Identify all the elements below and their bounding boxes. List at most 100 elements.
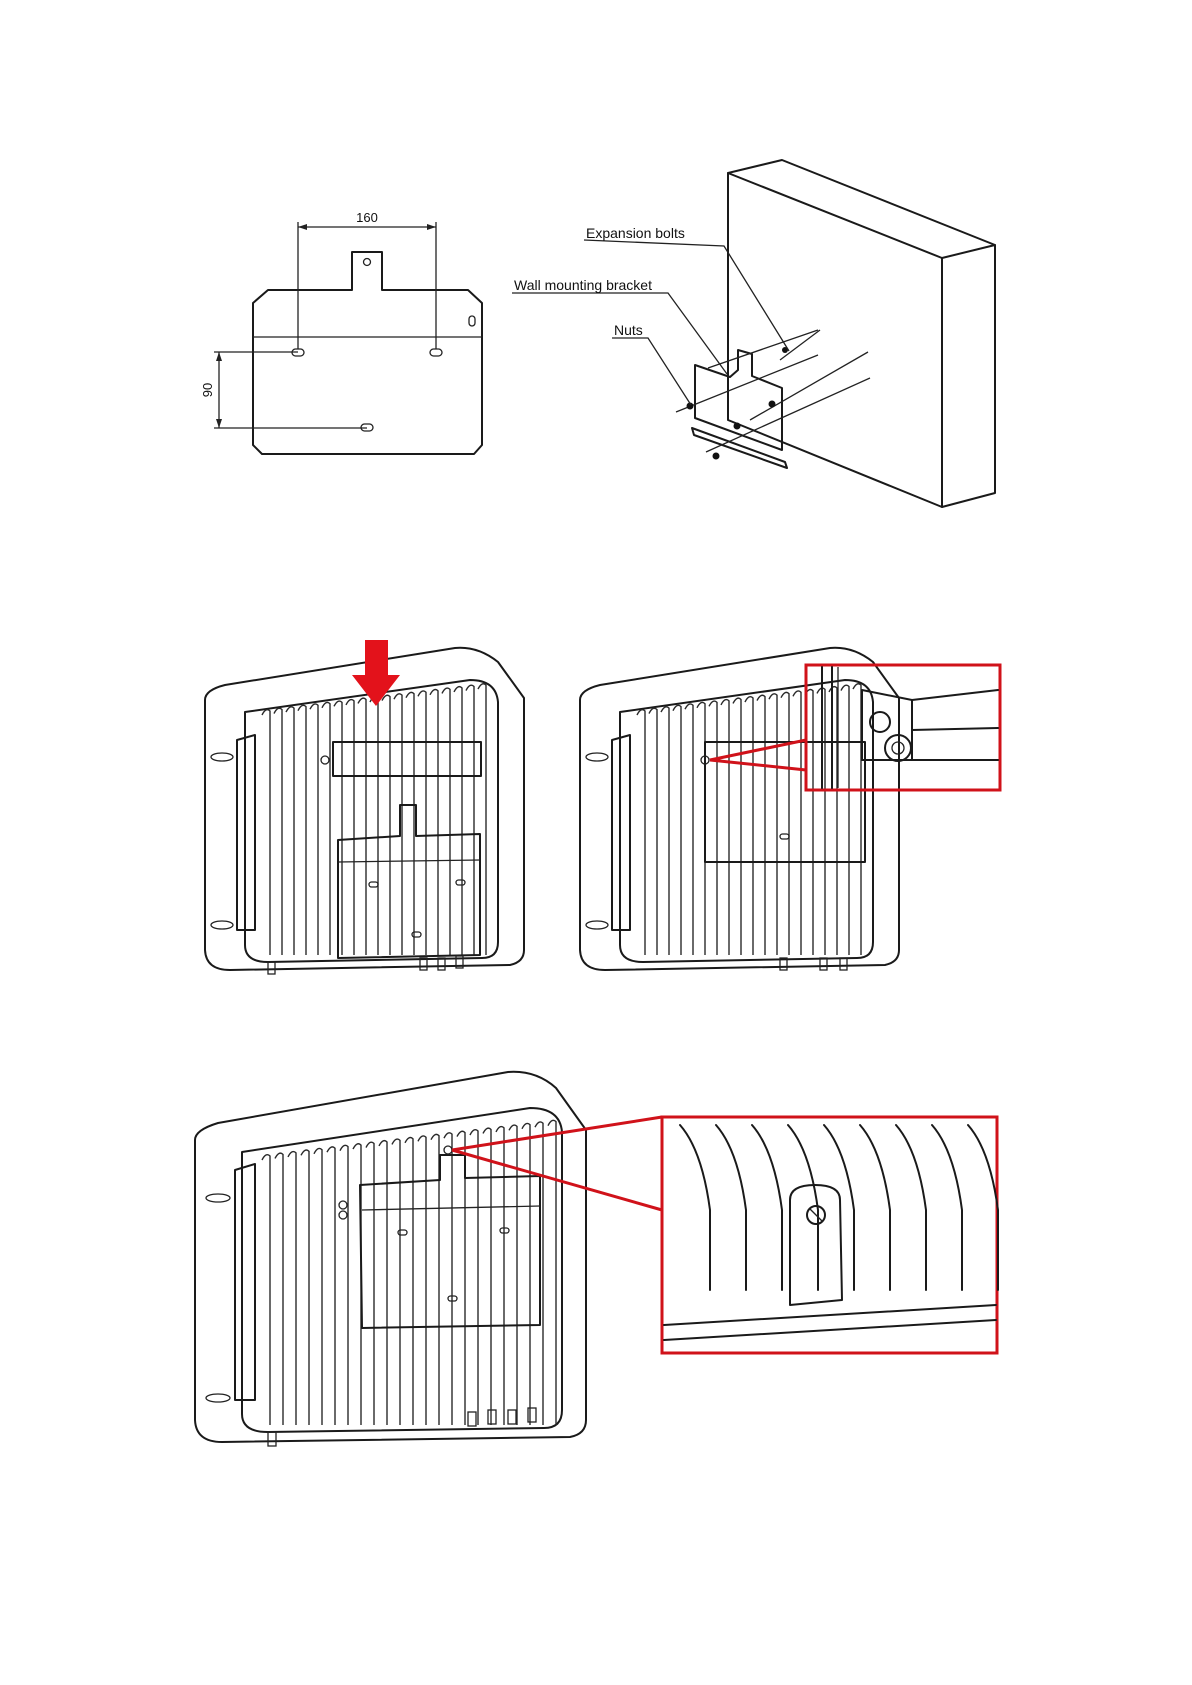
detail-fin [680,1125,710,1290]
inverter-heatsink-frame [245,680,498,962]
heatsink-fin [685,704,693,955]
heatsink-fin [841,685,849,955]
wall-edge [942,245,995,258]
heatsink-fin [340,1145,348,1425]
bracket-top-hole [364,259,371,266]
heatsink-fin [509,1125,517,1425]
heatsink-fin [275,1153,283,1425]
wall-mounting-drawing: Expansion bolts Wall mounting bracket Nu… [512,160,995,507]
inverter-body [205,648,524,970]
heatsink-fins [262,684,486,955]
inverter-hang-drawing [205,640,524,974]
heatsink-fin [418,691,426,955]
screw [339,1211,347,1219]
connector [488,1410,496,1424]
side-vent [206,1394,230,1402]
heatsink-fin [637,710,645,955]
callout-detail-screw [664,1125,998,1340]
heatsink-fin [466,685,474,955]
connector [268,962,275,974]
detail-screw-slot [810,1209,822,1221]
connector [840,958,847,970]
back-plate-fold [338,860,480,862]
heatsink-fin [358,698,366,955]
bracket-side-slot [469,316,475,326]
plate-slot [369,882,378,887]
leader-nuts [612,338,691,405]
inverter-secure-drawing [580,648,1000,970]
detail-fin [860,1125,890,1290]
heatsink-fin [406,692,414,955]
heatsink-fin [853,684,861,955]
detail-fin [896,1125,926,1290]
inverter-heatsink-frame [620,680,873,962]
heatsink-fin [745,697,753,955]
heatsink-fin [757,695,765,955]
heatsink-fin [301,1150,309,1425]
heatsink-fin [781,692,789,955]
heatsink-fin [298,705,306,955]
side-vent [211,753,233,761]
screw [339,1201,347,1209]
side-vent [586,921,608,929]
bracket-dimension-drawing: 160 90 [200,210,482,454]
detail-rail [912,690,998,760]
bracket-slot-right [430,349,442,356]
heatsink-fin [733,698,741,955]
heatsink-fin [370,697,378,955]
heatsink-fin [346,700,354,955]
heatsink-fin [288,1152,296,1425]
side-vent [586,753,608,761]
detail-fin [968,1125,998,1290]
screw [321,756,329,764]
heatsink-fin [405,1138,413,1425]
heatsink-fin [274,708,282,955]
back-plate [338,805,480,958]
heatsink-fin [793,691,801,955]
heatsink-fin [649,708,657,955]
expansion-bolt [676,355,818,412]
heatsink-fin [431,1134,439,1425]
nut [769,401,776,408]
label-nuts: Nuts [614,322,643,338]
dim-arrow [427,224,436,230]
heatsink-fin [310,704,318,955]
heatsink-fin [548,1120,556,1425]
heatsink-fin [470,1130,478,1425]
heatsink-fin [262,1155,270,1425]
screw [444,1146,452,1154]
inverter-body [580,648,899,970]
dim-arrow [298,224,307,230]
connector [528,1408,536,1422]
side-vent [206,1194,230,1202]
side-handle [235,1164,255,1400]
mounting-rail [333,742,481,776]
dim-arrow [216,352,222,361]
detail-fin [788,1125,818,1290]
heatsink-fin [483,1128,491,1425]
detail-fin [752,1125,782,1290]
heatsink-fin [444,1133,452,1425]
plate-slot [780,834,789,839]
detail-fin [932,1125,962,1290]
label-expansion-bolts: Expansion bolts [586,225,685,241]
callout-box-screw [662,1117,997,1353]
heatsink-fin [322,702,330,955]
back-plate-fold [362,1206,540,1210]
heatsink-fin [661,707,669,955]
heatsink-fin [709,701,717,955]
label-wall-mounting-bracket: Wall mounting bracket [514,277,652,293]
callout-leader [452,1150,662,1210]
heatsink-fin [418,1136,426,1425]
wall-bracket [695,350,782,450]
nut [713,453,720,460]
heatsink-fin [382,695,390,955]
heatsink-fin [314,1148,322,1425]
heatsink-fin [430,690,438,955]
detail-fin [716,1125,746,1290]
heatsink-fin [522,1123,530,1425]
inverter-body [195,1072,586,1442]
callout-leader [710,760,806,770]
connector [508,1410,516,1424]
